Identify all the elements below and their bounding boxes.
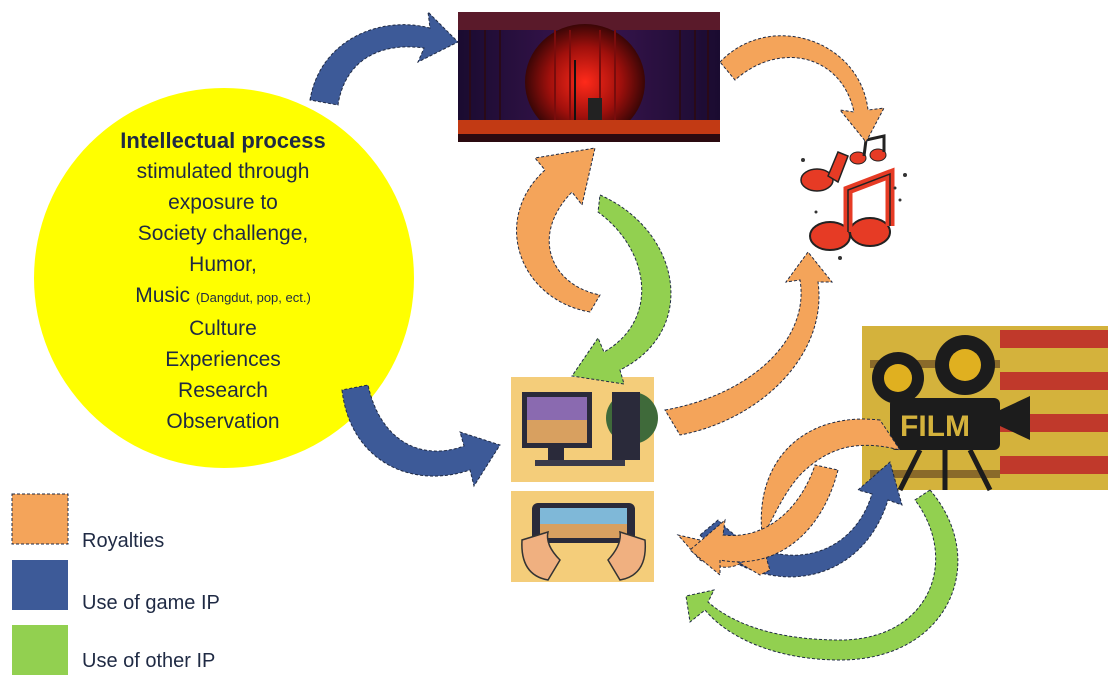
legend-label-royalties: Royalties [82, 530, 165, 552]
music-notes-icon [800, 134, 907, 260]
arrow-royalty-stage-to-music [719, 35, 885, 143]
arrow-game-ip-to-stage [309, 10, 459, 106]
legend-swatch-royalties [11, 493, 69, 545]
arrow-other-ip-to-computer [571, 194, 672, 385]
music-label: Music [135, 284, 191, 307]
intellectual-process-text: Intellectual process stimulated through … [68, 125, 378, 437]
film-sign: FILM [900, 410, 970, 443]
intellectual-process-circle [34, 88, 414, 468]
legend-label-other-ip: Use of other IP [82, 650, 216, 672]
circle-line: stimulated through [136, 160, 310, 183]
circle-line: exposure to [168, 191, 278, 214]
legend-label-game-ip: Use of game IP [82, 592, 220, 614]
arrow-royalty-mobile-to-film [689, 464, 839, 577]
circle-line: Research [178, 379, 268, 402]
arrow-game-ip-to-computer [341, 384, 501, 488]
music-note: (Dangdut, pop, ect.) [195, 290, 311, 305]
legend-swatch-other-ip [12, 625, 68, 675]
circle-line: Observation [166, 410, 280, 433]
circle-line: Culture [189, 317, 257, 340]
arrow-royalty-film-to-mobile [676, 418, 902, 576]
arrow-other-ip-to-mobile [685, 489, 959, 661]
computer-game-icon [511, 377, 658, 482]
film-camera-icon: FILM [862, 326, 1108, 492]
circle-music-line: Music (Dangdut, pop, ect.) [68, 280, 378, 313]
circle-line: Society challenge, [137, 222, 309, 245]
theater-stage-icon [458, 12, 720, 142]
circle-line: Humor, [189, 253, 257, 276]
mobile-game-icon [511, 491, 654, 582]
arrow-royalty-computer-to-music [664, 251, 834, 436]
legend-swatch-game-ip [12, 560, 68, 610]
intellectual-process-title: Intellectual process [120, 128, 326, 153]
circle-line: Experiences [165, 348, 281, 371]
arrow-royalty-computer-to-stage [516, 147, 601, 313]
